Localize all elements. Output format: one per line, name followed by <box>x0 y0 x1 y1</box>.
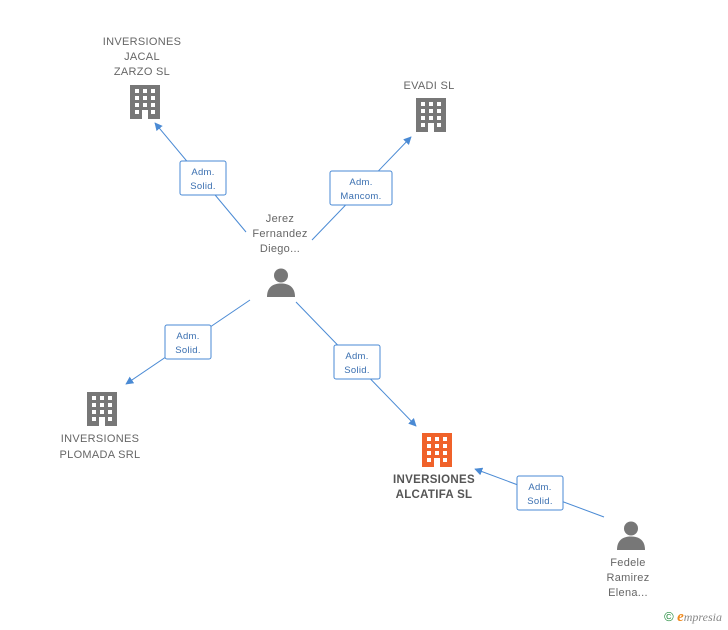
building-icon <box>416 98 446 132</box>
brand-logo-text: mpresia <box>683 610 722 624</box>
relation-line: Solid. <box>527 496 553 507</box>
relation-line: Adm. <box>349 177 372 188</box>
relation-label[interactable]: Adm. Solid. <box>179 160 227 196</box>
relation-line: Solid. <box>175 345 201 356</box>
building-icon <box>87 392 117 426</box>
person-icon <box>267 268 295 297</box>
person-node-fedele[interactable]: Fedele Ramirez Elena... <box>606 521 649 600</box>
copyright-brand: © empresia <box>664 609 722 626</box>
building-icon <box>130 85 160 119</box>
company-node-jacal[interactable]: INVERSIONES JACAL ZARZO SL <box>103 36 182 119</box>
building-icon <box>422 433 452 467</box>
node-label: PLOMADA SRL <box>60 449 141 461</box>
brand-logo-initial: e <box>677 609 684 625</box>
node-label: INVERSIONES <box>103 36 182 48</box>
relation-line: Mancom. <box>340 191 381 202</box>
relation-label[interactable]: Adm. Solid. <box>164 324 212 360</box>
node-label: Fernandez <box>252 228 307 240</box>
relation-label[interactable]: Adm. Solid. <box>333 344 381 380</box>
company-node-evadi[interactable]: EVADI SL <box>403 80 454 132</box>
node-label: Diego... <box>260 243 300 255</box>
node-label: JACAL <box>124 51 160 63</box>
node-label: INVERSIONES <box>61 433 140 445</box>
relation-line: Solid. <box>190 181 216 192</box>
relation-line: Adm. <box>191 167 214 178</box>
copyright-icon: © <box>664 609 674 624</box>
company-node-plomada[interactable]: INVERSIONES PLOMADA SRL <box>60 392 141 461</box>
company-node-alcatifa[interactable]: INVERSIONES ALCATIFA SL <box>393 433 475 501</box>
node-label: Jerez <box>266 213 294 225</box>
relation-label[interactable]: Adm. Solid. <box>516 475 564 511</box>
relation-line: Solid. <box>344 365 370 376</box>
node-label: Elena... <box>608 587 648 599</box>
node-label: EVADI SL <box>403 80 454 92</box>
node-label: Fedele <box>610 557 645 569</box>
node-label: Ramirez <box>606 572 649 584</box>
person-node-jerez[interactable]: Jerez Fernandez Diego... <box>252 213 307 297</box>
relation-line: Adm. <box>176 331 199 342</box>
node-label: INVERSIONES <box>393 474 475 486</box>
relation-line: Adm. <box>345 351 368 362</box>
node-label: ZARZO SL <box>114 66 170 78</box>
node-label: ALCATIFA SL <box>396 489 473 501</box>
person-icon <box>617 521 645 550</box>
relation-line: Adm. <box>528 482 551 493</box>
relation-label[interactable]: Adm. Mancom. <box>329 170 393 206</box>
